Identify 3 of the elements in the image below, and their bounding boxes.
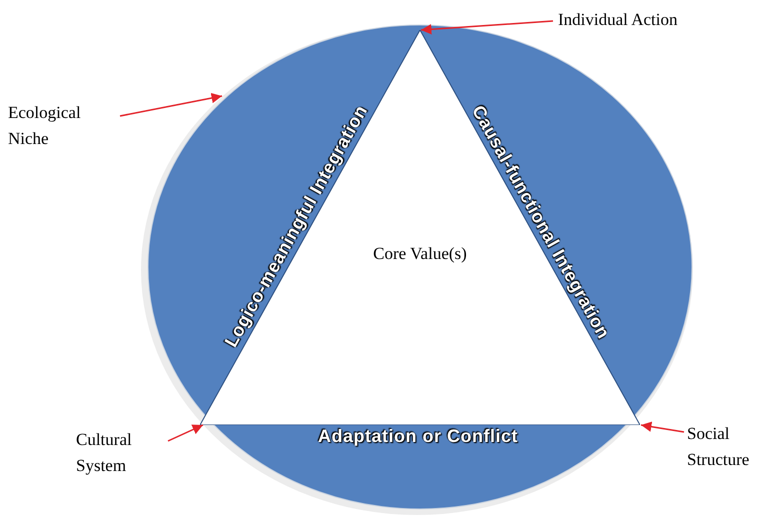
node-label: Ecological Niche (8, 100, 108, 152)
node-label: Cultural System (76, 427, 166, 479)
node-label: Social Structure (687, 421, 773, 473)
